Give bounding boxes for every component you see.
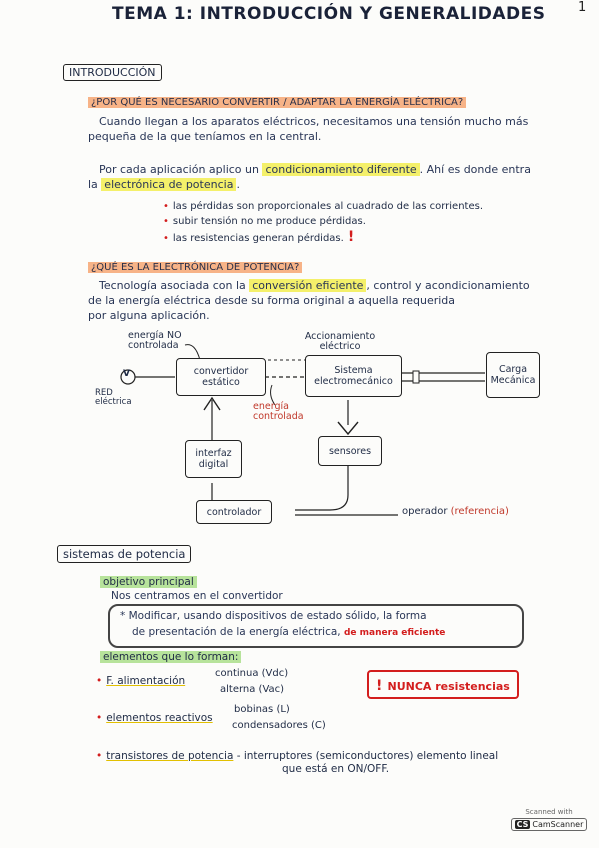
block-controlador: controlador (196, 500, 272, 524)
transistores-item: •transistores de potencia - interruptore… (96, 750, 498, 762)
paragraph-3-line-1: Tecnología asociada con la conversión ef… (99, 279, 530, 293)
operador-text: operador (402, 506, 448, 517)
label-energia-controlada: energía controlada (253, 401, 304, 422)
bullet-text: las resistencias generan pérdidas. (172, 233, 344, 244)
p2-text-b: . Ahí es donde entra (419, 163, 531, 176)
bullet-item: •las pérdidas son proporcionales al cuad… (163, 201, 483, 213)
p3-highlight: conversión eficiente (249, 279, 367, 292)
block-interfaz: interfaz digital (185, 440, 242, 478)
p2-text-d: . (236, 178, 240, 191)
label-red-electrica: RED eléctrica (95, 388, 132, 407)
bullet-dot-icon: • (163, 216, 169, 227)
energia-no-controlada-pointer (184, 344, 201, 361)
label-energia-no-controlada: energía NO controlada (128, 330, 182, 351)
centramos-line: Nos centramos en el convertidor (111, 590, 283, 602)
bullet-dot-icon: • (96, 675, 103, 687)
section-heading-sistemas: sistemas de potencia (57, 545, 192, 563)
p2-highlight-1: condicionamiento diferente (262, 163, 420, 176)
block-carga: Carga Mecánica (486, 352, 540, 398)
bullet-dot-icon: • (96, 750, 103, 762)
coupling-icon (412, 370, 420, 384)
bullet-dot-icon: • (163, 201, 169, 212)
elementos-label: elementos que lo forman: (100, 651, 242, 663)
paragraph-1-line-1: Cuando llegan a los aparatos eléctricos,… (99, 115, 529, 128)
continua-item: continua (Vdc) (215, 668, 289, 679)
p2-text-a: Por cada aplicación aplico un (99, 163, 263, 176)
bullet-item: •subir tensión no me produce pérdidas. (163, 216, 366, 228)
objetivo-text: objetivo principal (100, 576, 197, 588)
elementos-text: elementos que lo forman: (100, 651, 242, 663)
arrow-up-icon (203, 396, 221, 411)
bullet-dot-icon: • (96, 712, 103, 724)
nunca-resistencias-box: ! NUNCA resistencias (367, 670, 519, 699)
p2-text-c: la (88, 178, 102, 191)
question-2-text: ¿QUÉ ES LA ELECTRÓNICA DE POTENCIA? (88, 262, 303, 273)
objetivo-label: objetivo principal (100, 576, 197, 588)
paragraph-2-line-2: la electrónica de potencia. (88, 178, 240, 192)
p3-text-a: Tecnología asociada con la (99, 279, 250, 292)
objective-box: * Modificar, usando dispositivos de esta… (108, 604, 524, 648)
box-line-2-emphasis: de manera eficiente (343, 628, 446, 638)
bullet-text: las pérdidas son proporcionales al cuadr… (172, 201, 484, 212)
exclamation-icon: ! (347, 229, 355, 245)
bullet-dot-icon: • (163, 233, 169, 244)
transistores-desc-2: que está en ON/OFF. (282, 763, 390, 775)
block-convertidor: convertidor estático (176, 358, 266, 396)
block-sistema: Sistema electromecánico (305, 355, 402, 397)
reactivos-text: elementos reactivos (106, 712, 213, 724)
p3-text-b: , control y acondicionamiento (366, 279, 530, 292)
label-operador: operador (referencia) (402, 506, 509, 518)
alimentacion-item: •F. alimentación (96, 675, 185, 687)
question-1: ¿POR QUÉ ES NECESARIO CONVERTIR / ADAPTA… (88, 97, 467, 108)
camscanner-logo-icon: CS (514, 820, 531, 829)
exclamation-icon: ! (376, 678, 383, 694)
box-line-1: * Modificar, usando dispositivos de esta… (120, 610, 427, 622)
question-2: ¿QUÉ ES LA ELECTRÓNICA DE POTENCIA? (88, 262, 303, 273)
alterna-item: alterna (Vac) (220, 684, 285, 695)
sensors-to-controller-line (295, 464, 349, 511)
scanner-brand: CamScanner (532, 820, 584, 829)
p2-highlight-2: electrónica de potencia (101, 178, 237, 191)
referencia-text: (referencia) (450, 506, 509, 517)
bullet-text: subir tensión no me produce pérdidas. (172, 216, 366, 227)
scanner-line-1: Scanned with (525, 808, 573, 816)
box-line-2: de presentación de la energía eléctrica,… (132, 625, 445, 640)
section-heading-introduccion: INTRODUCCIÓN (63, 64, 162, 81)
alimentacion-text: F. alimentación (106, 675, 186, 687)
paragraph-3-line-2: de la energía eléctrica desde su forma o… (88, 294, 456, 307)
box-line-2-text: de presentación de la energía eléctrica, (132, 626, 344, 638)
source-symbol: V (123, 369, 130, 379)
condensadores-item: condensadores (C) (232, 720, 326, 731)
label-accionamiento: Accionamiento eléctrico (304, 331, 376, 352)
arrow-down-icon (337, 421, 359, 436)
page-title: TEMA 1: INTRODUCCIÓN Y GENERALIDADES (112, 4, 546, 24)
bullet-item: •las resistencias generan pérdidas.! (163, 229, 355, 245)
nunca-text: NUNCA resistencias (387, 680, 510, 693)
transistores-text: transistores de potencia (106, 750, 234, 762)
reactivos-item: •elementos reactivos (96, 712, 213, 724)
paragraph-1-line-2: pequeña de la que teníamos en la central… (88, 130, 322, 143)
transistores-desc-1: - interruptores (semiconductores) elemen… (236, 750, 499, 762)
paragraph-3-line-3: por alguna aplicación. (88, 309, 210, 322)
energia-controlada-pointer (270, 384, 276, 406)
bobinas-item: bobinas (L) (234, 704, 290, 715)
paragraph-2-line-1: Por cada aplicación aplico un condiciona… (99, 163, 531, 177)
block-sensores: sensores (318, 436, 382, 466)
page-number: 1 (578, 0, 587, 15)
question-1-text: ¿POR QUÉ ES NECESARIO CONVERTIR / ADAPTA… (88, 97, 467, 108)
